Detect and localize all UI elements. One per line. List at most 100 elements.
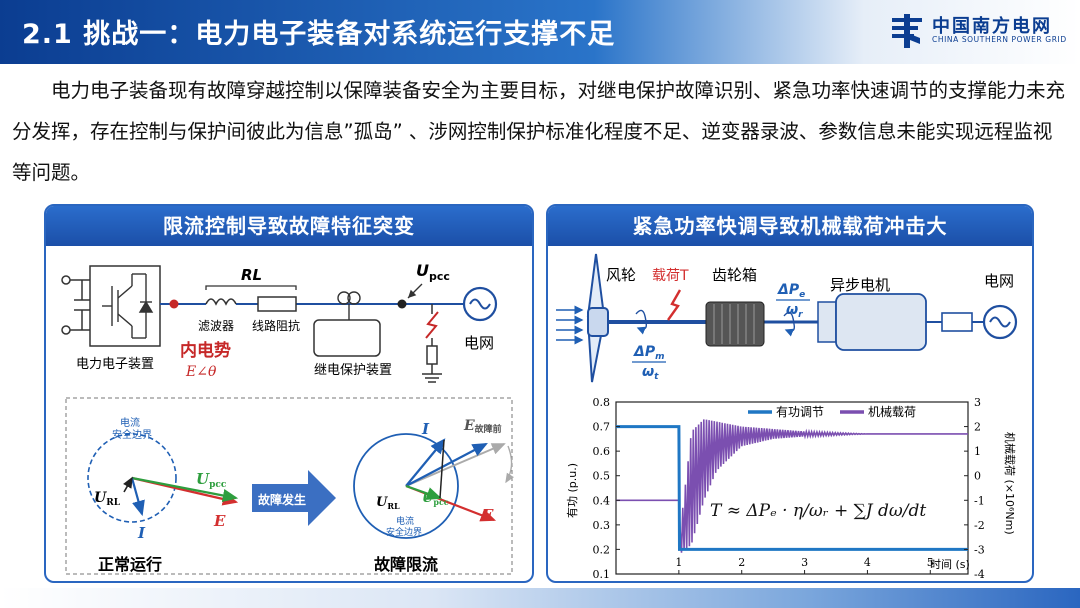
- panel-title: 紧急功率快调导致机械载荷冲击大: [548, 206, 1032, 246]
- load-label: 载荷T: [652, 268, 689, 284]
- legend-label: 有功调节: [776, 405, 824, 419]
- normal-label: 正常运行: [98, 555, 162, 574]
- current-transformer-icon: [337, 291, 361, 320]
- series-line-机械载荷: [616, 419, 968, 553]
- svg-text:URL: URL: [376, 495, 400, 511]
- svg-text:URL: URL: [94, 490, 121, 508]
- svg-text:Upcc: Upcc: [422, 491, 449, 507]
- xtick-label: 4: [864, 556, 871, 569]
- wind-arrows: [556, 305, 584, 345]
- y-axis-label: 有功 (p.u.): [565, 463, 579, 518]
- wind-rotor-icon: [586, 253, 609, 383]
- current-limit-panel: 限流控制导致故障特征突变 电力电子装置: [44, 204, 534, 583]
- emf-label: 内电势: [180, 340, 231, 361]
- normal-phasor: 电流 安全边界 URL Upcc E I 正常运行: [87, 416, 239, 574]
- slide-title: 2.1 挑战一：电力电子装备对系统运行支撑不足: [22, 19, 616, 50]
- fault-branch: [422, 304, 442, 383]
- svg-text:E: E: [481, 506, 494, 524]
- rl-label: RL: [241, 266, 262, 284]
- svg-text:I: I: [137, 524, 146, 542]
- xtick-label: 5: [927, 556, 934, 569]
- drivetrain-diagram: 风轮 载荷T 齿轮箱 ΔPe ωr 异步电机 电网 ΔPm: [556, 253, 1018, 581]
- svg-text:I: I: [421, 420, 430, 438]
- x-axis-label: 时间 (s): [930, 558, 970, 571]
- limited-label: 故障限流: [374, 555, 438, 574]
- filter-label: 滤波器: [198, 319, 234, 333]
- igbt-icon: [102, 273, 154, 339]
- y2-axis-label: 机械载荷 (×10⁶Nm): [1003, 432, 1017, 535]
- y2tick-label: -1: [974, 494, 985, 507]
- line-imp-label: 线路阻抗: [252, 318, 300, 333]
- generator-label: 异步电机: [830, 276, 890, 294]
- ytick-label: 0.6: [593, 445, 611, 458]
- y2tick-label: -3: [974, 543, 985, 556]
- transformer-box: [941, 312, 973, 332]
- ytick-label: 0.7: [593, 421, 611, 434]
- svg-text:ΔPe: ΔPe: [777, 282, 805, 300]
- grid-label: 电网: [464, 334, 494, 352]
- svg-text:故障发生: 故障发生: [258, 492, 306, 507]
- company-logo: 中国南方电网 CHINA SOUTHERN POWER GRID: [890, 12, 1070, 52]
- ytick-label: 0.1: [593, 568, 611, 581]
- dc-terminals: [61, 275, 90, 335]
- svg-text:E: E: [213, 512, 226, 530]
- load-bolt-icon: [667, 289, 682, 321]
- series-line-有功调节: [616, 425, 968, 551]
- logo-name-en: CHINA SOUTHERN POWER GRID: [932, 35, 1067, 44]
- title-bar: 2.1 挑战一：电力电子装备对系统运行支撑不足 中国南方电网 CHINA SOU…: [0, 0, 1080, 64]
- y2tick-label: 0: [974, 470, 981, 483]
- emf-expr: E∠θ: [185, 364, 217, 380]
- rotor-label: 风轮: [606, 266, 636, 284]
- dpm-fraction: ΔPm ωt: [632, 344, 666, 382]
- dpe-fraction: ΔPe ωr: [776, 282, 810, 320]
- upcc-label: Upcc: [416, 261, 450, 283]
- svg-text:安全边界: 安全边界: [112, 428, 152, 441]
- pcc-node: [397, 299, 407, 309]
- xtick-label: 1: [675, 556, 682, 569]
- plot-frame: [615, 401, 969, 575]
- generator-flange: [817, 301, 837, 343]
- gearbox-label: 齿轮箱: [712, 266, 757, 284]
- svg-text:Upcc: Upcc: [196, 470, 227, 490]
- svg-text:电流: 电流: [120, 416, 140, 429]
- svg-text:ωr: ωr: [786, 302, 803, 320]
- line-resistor-icon: [257, 296, 297, 312]
- logo-name: 中国南方电网: [932, 16, 1052, 37]
- device-label: 电力电子装置: [76, 357, 154, 372]
- gearbox-icon: [705, 301, 765, 347]
- limited-phasor: I E故障前 URL Upcc E 电流 安全边界 故障限流: [353, 418, 515, 574]
- panel-title: 限流控制导致故障特征突变: [46, 206, 532, 246]
- phasor-frame: [65, 397, 513, 575]
- emf-node: [169, 299, 179, 309]
- generator-icon: [835, 293, 927, 351]
- circuit-diagram: 电力电子装置 RL 滤波器 线路阻抗 继电保护装置 Upcc: [61, 261, 515, 575]
- xtick-label: 2: [738, 556, 745, 569]
- intro-text: 电力电子装备现有故障穿越控制以保障装备安全为主要目标，对继电保护故障识别、紧急功…: [12, 79, 1066, 184]
- relay-box: [313, 319, 381, 357]
- ytick-label: 0.8: [593, 396, 611, 409]
- grid-label: 电网: [984, 272, 1014, 290]
- ytick-label: 0.5: [593, 470, 611, 483]
- power-regulation-panel: 紧急功率快调导致机械载荷冲击大 风轮 载荷T 齿轮箱 ΔPe ω: [546, 204, 1034, 583]
- intro-paragraph: 电力电子装备现有故障穿越控制以保障装备安全为主要目标，对继电保护故障识别、紧急功…: [12, 70, 1070, 193]
- relay-label: 继电保护装置: [314, 363, 392, 378]
- filter-inductor-icon: [205, 298, 237, 306]
- svg-text:安全边界: 安全边界: [386, 526, 422, 538]
- fault-arrow: 故障发生: [252, 470, 336, 526]
- svg-text:ΔPm: ΔPm: [633, 344, 665, 362]
- ytick-label: 0.2: [593, 543, 611, 556]
- csg-logo-icon: [892, 14, 922, 48]
- y2tick-label: 3: [974, 396, 981, 409]
- svg-text:ωt: ωt: [642, 364, 659, 382]
- svg-text:电流: 电流: [396, 515, 414, 527]
- svg-text:E故障前: E故障前: [463, 418, 502, 435]
- y2tick-label: 1: [974, 445, 981, 458]
- y2tick-label: -2: [974, 519, 985, 532]
- converter-box: [89, 265, 161, 347]
- footer-band: [0, 588, 1080, 608]
- ytick-label: 0.4: [593, 494, 611, 507]
- xtick-label: 3: [801, 556, 808, 569]
- load-formula: T ≈ ΔPₑ · η/ωᵣ + ∑J dω/dt: [710, 501, 926, 521]
- y2tick-label: 2: [974, 421, 981, 434]
